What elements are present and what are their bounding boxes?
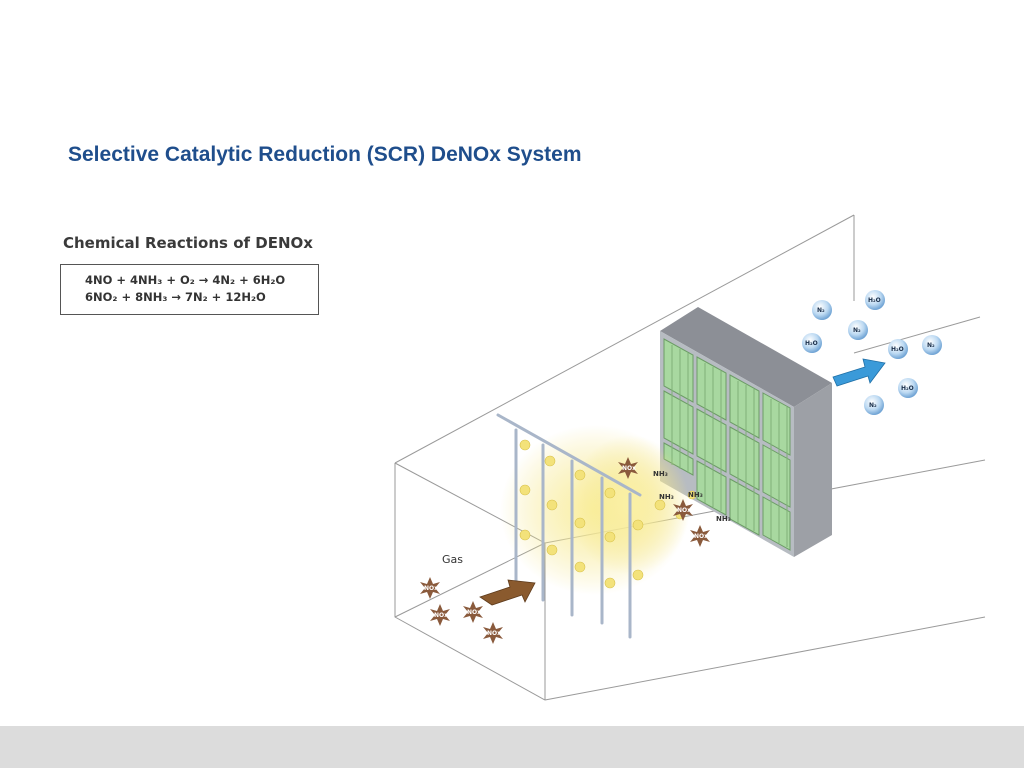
nox-particle: NOx (618, 457, 638, 479)
catalyst-block (660, 307, 832, 557)
nh3-label: NH₃ (688, 491, 703, 499)
reaction-equation-2: 6NO₂ + 8NH₃ → 7N₂ + 12H₂O (85, 290, 266, 304)
n2-molecule: N₂ (812, 300, 832, 320)
svg-text:NOx: NOx (467, 609, 481, 616)
nox-particle: NOx (430, 604, 450, 626)
svg-text:N₂: N₂ (927, 342, 935, 349)
h2o-molecule: H₂O (865, 290, 885, 310)
svg-text:N₂: N₂ (817, 307, 825, 314)
svg-text:H₂O: H₂O (868, 297, 881, 304)
svg-text:NOx: NOx (487, 630, 501, 637)
catalyst-modules (663, 338, 791, 551)
nh3-label: NH₃ (716, 515, 731, 523)
nox-particle: NOx (420, 577, 440, 599)
svg-text:NOx: NOx (434, 612, 448, 619)
reactions-heading: Chemical Reactions of DENOx (63, 234, 313, 252)
svg-text:NOx: NOx (677, 507, 691, 514)
gas-label: Gas (442, 553, 463, 566)
nox-particle: NOx (673, 499, 693, 521)
scr-diagram: Gas NOx NOx NOx NOx NOx NOx NO (394, 214, 986, 701)
nox-particle: NOx (690, 525, 710, 547)
reaction-equation-1: 4NO + 4NH₃ + O₂ → 4N₂ + 6H₂O (85, 273, 286, 287)
svg-text:NOx: NOx (622, 465, 636, 472)
nox-particles: NOx NOx NOx NOx NOx NOx NOx (420, 457, 710, 644)
svg-text:NOx: NOx (694, 533, 708, 540)
nh3-molecules: NH₃ NH₃ NH₃ NH₃ (653, 470, 731, 523)
n2-molecule: N₂ (922, 335, 942, 355)
outlet-arrow (832, 358, 886, 387)
nh3-label: NH₃ (659, 493, 674, 501)
svg-text:H₂O: H₂O (805, 340, 818, 347)
product-molecules: N₂ H₂O N₂ H₂O H₂O N₂ H₂O N₂ (802, 290, 942, 415)
reactions-box: 4NO + 4NH₃ + O₂ → 4N₂ + 6H₂O 6NO₂ + 8NH₃… (60, 264, 319, 315)
nh3-label: NH₃ (653, 470, 668, 478)
h2o-molecule: H₂O (802, 333, 822, 353)
nh3-injection-grid (496, 413, 697, 639)
svg-text:H₂O: H₂O (891, 346, 904, 353)
svg-text:H₂O: H₂O (901, 385, 914, 392)
svg-text:N₂: N₂ (853, 327, 861, 334)
svg-text:NOx: NOx (424, 585, 438, 592)
h2o-molecule: H₂O (888, 339, 908, 359)
footer-bar (0, 726, 1024, 768)
svg-text:N₂: N₂ (869, 402, 877, 409)
nox-particle: NOx (463, 601, 483, 623)
n2-molecule: N₂ (864, 395, 884, 415)
n2-molecule: N₂ (848, 320, 868, 340)
h2o-molecule: H₂O (898, 378, 918, 398)
nox-particle: NOx (483, 622, 503, 644)
slide-title: Selective Catalytic Reduction (SCR) DeNO… (68, 143, 582, 166)
gas-inlet-arrow (479, 579, 536, 606)
